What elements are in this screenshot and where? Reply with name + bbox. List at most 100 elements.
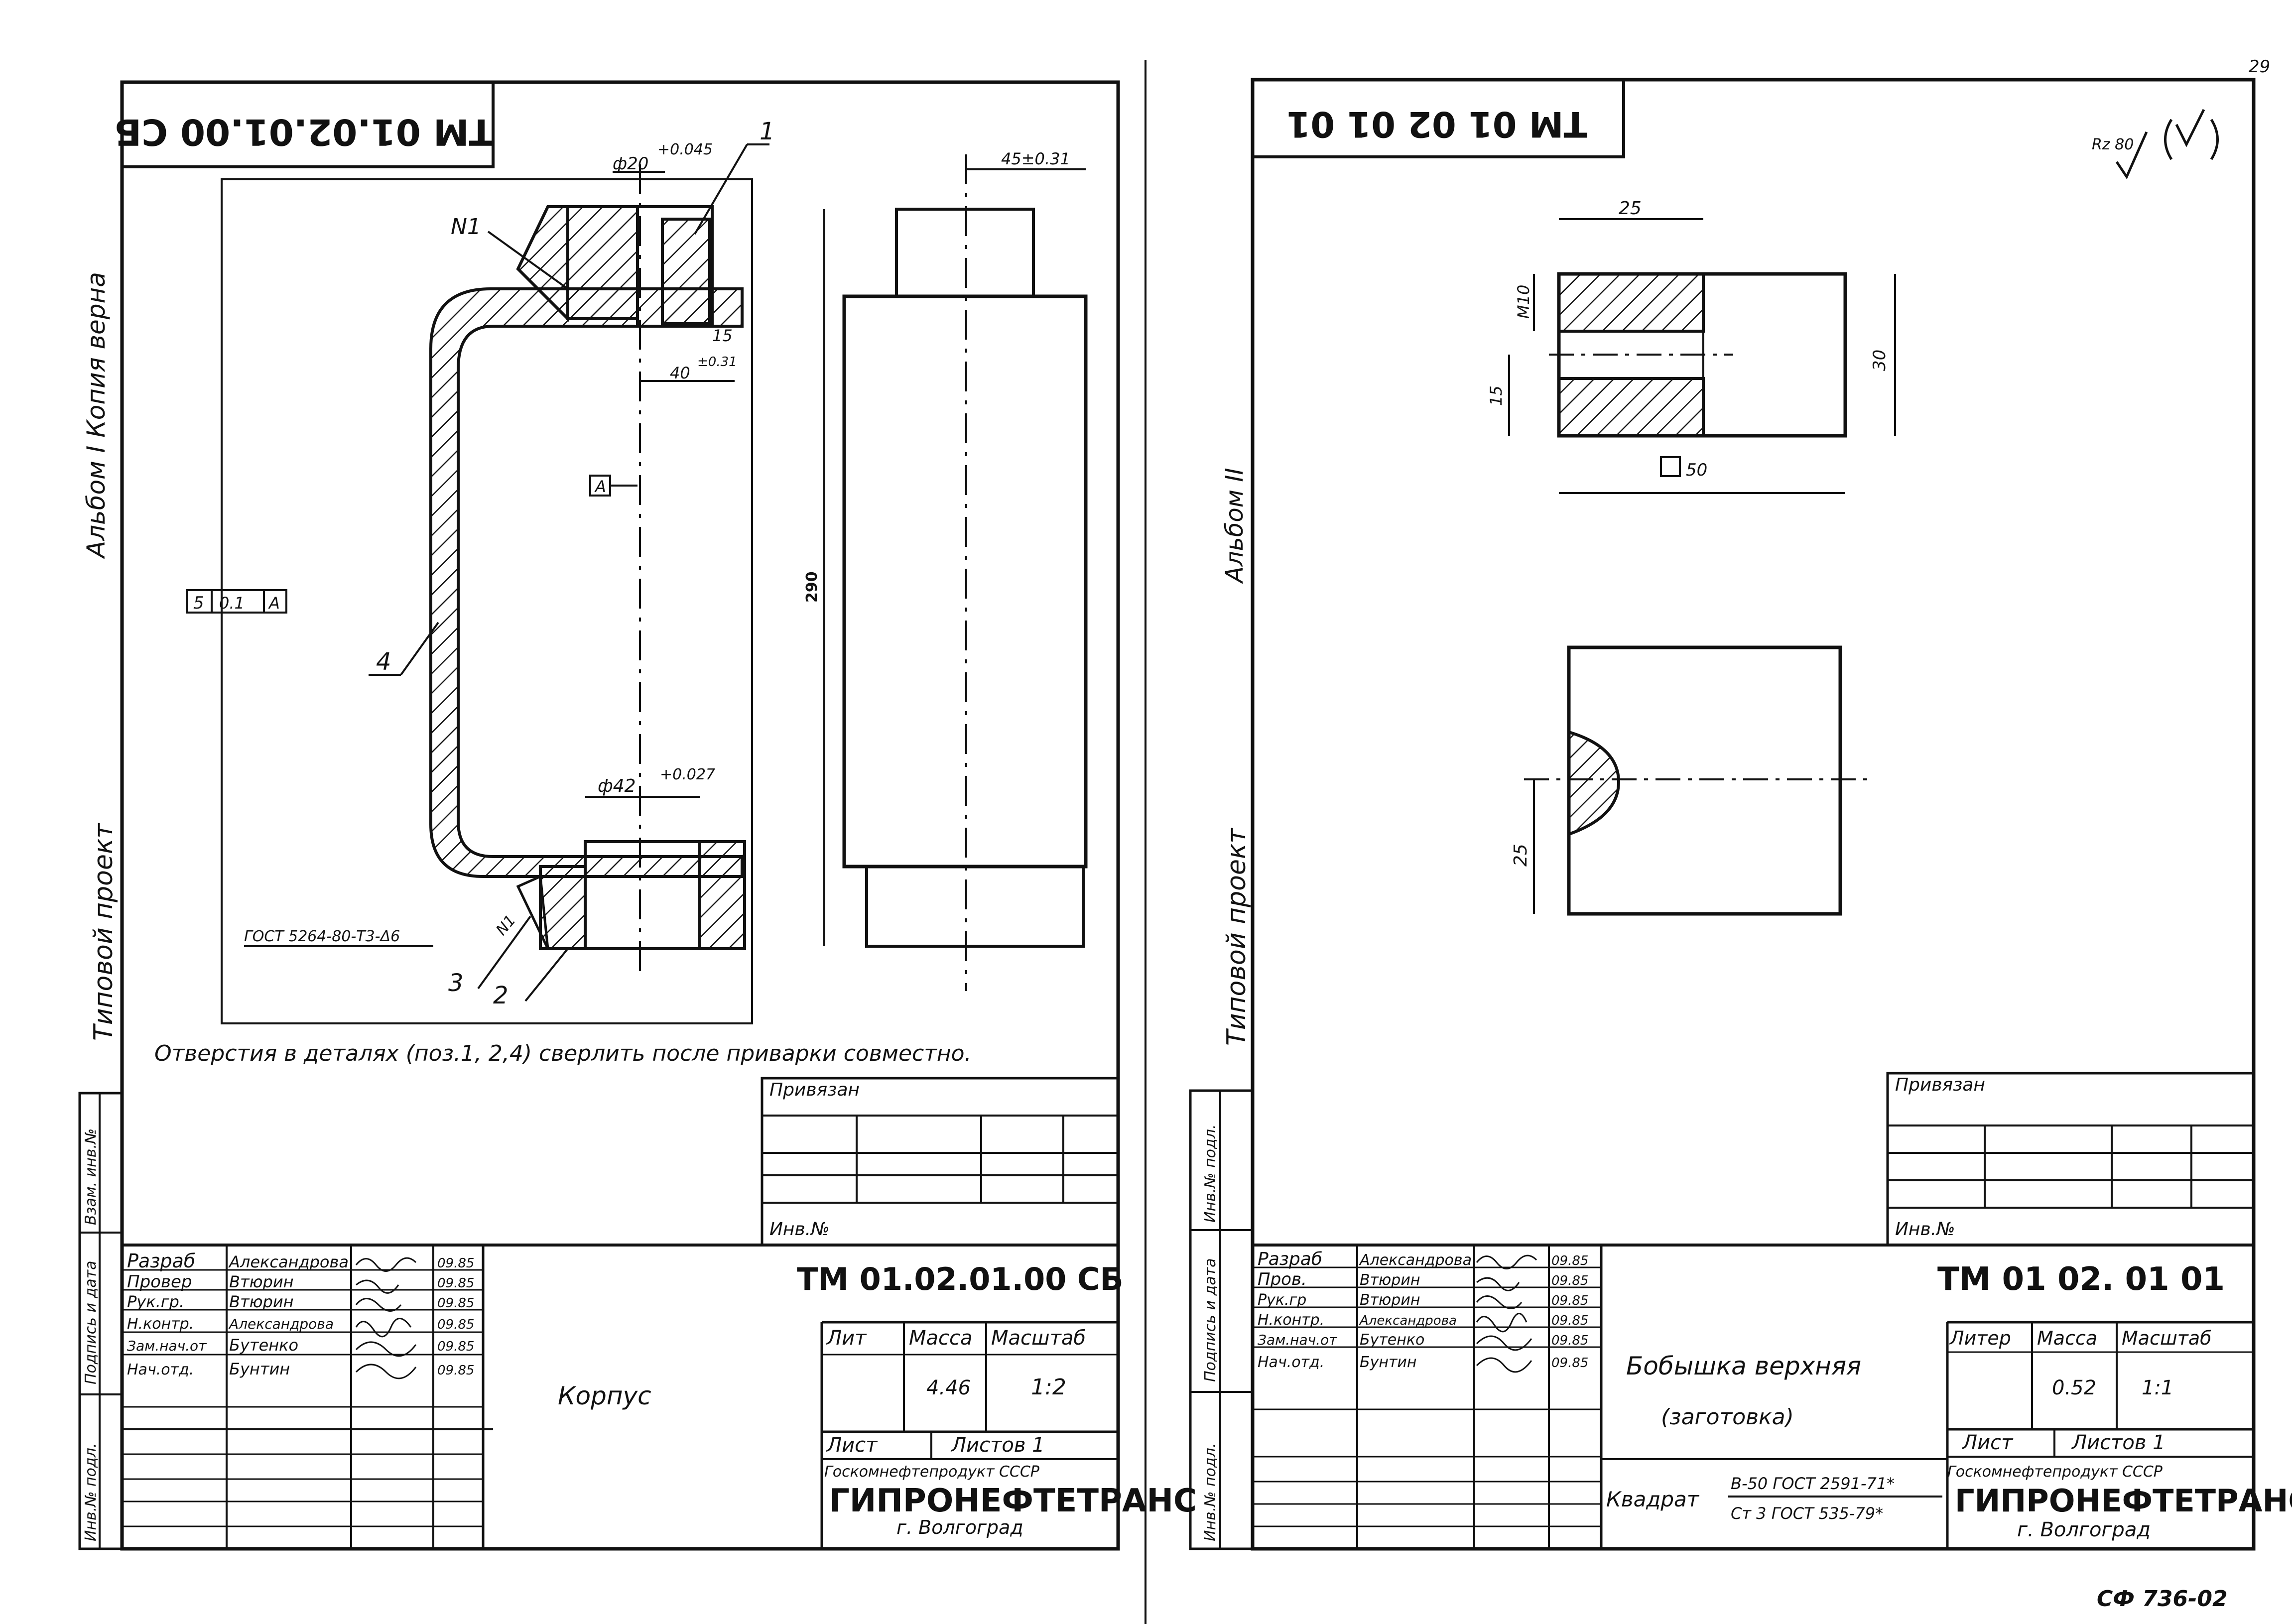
- right-margin-stamp: Альбом II: [1221, 468, 1249, 584]
- right-front-view: 25 М10 15 30 50: [1487, 198, 1896, 494]
- staff-date: 09.85: [437, 1296, 474, 1311]
- left-sheets-label: Листов 1: [950, 1434, 1045, 1457]
- left-corner-stamp: ТМ 01.02.01.00 СБ: [114, 111, 493, 153]
- staff-role: Провер: [127, 1272, 192, 1292]
- right-lit-label: Литер: [1949, 1327, 2011, 1349]
- left-side-stamp-3: Инв.№ подл.: [82, 1443, 100, 1541]
- right-side-stamp-3: Инв.№ подл.: [1202, 1443, 1219, 1541]
- left-org-city: г. Волгоград: [896, 1516, 1023, 1538]
- left-inv-no: Инв.№: [769, 1219, 830, 1240]
- left-side-view: 45±0.31 290: [803, 149, 1088, 991]
- staff-date: 09.85: [437, 1339, 474, 1354]
- staff-date: 09.85: [1551, 1253, 1588, 1268]
- staff-role: Пров.: [1258, 1269, 1307, 1289]
- left-dim-d15: 15: [712, 326, 733, 345]
- right-org-top: Госкомнефтепродукт СССР: [1947, 1463, 2163, 1481]
- staff-date: 09.85: [1551, 1356, 1588, 1371]
- left-leader-n1: N1: [451, 214, 481, 240]
- staff-date: 09.85: [437, 1317, 474, 1332]
- right-dim-d25b: 25: [1511, 844, 1531, 867]
- staff-name: Александрова: [1359, 1251, 1472, 1269]
- staff-date: 09.85: [1551, 1293, 1588, 1308]
- staff-name: Бутенко: [1360, 1331, 1424, 1349]
- left-scale-label: Масштаб: [991, 1327, 1086, 1350]
- right-dim-m10: М10: [1514, 285, 1533, 319]
- staff-role: Н.контр.: [127, 1315, 194, 1333]
- left-dim-d42: ф42: [598, 776, 636, 796]
- left-leader-p4: 4: [376, 648, 391, 676]
- right-org-main: ГИПРОНЕФТЕТРАНС: [1955, 1483, 2292, 1519]
- right-sheets-label: Листов 1: [2071, 1431, 2165, 1454]
- staff-role: Зам.нач.от: [1258, 1332, 1337, 1348]
- left-mass-label: Масса: [909, 1327, 973, 1350]
- right-frame: [1251, 78, 2256, 1551]
- staff-name: Александрова: [228, 1316, 334, 1332]
- right-scale-label: Масштаб: [2122, 1327, 2212, 1349]
- staff-name: Бутенко: [229, 1336, 298, 1355]
- right-material-top: В-50 ГОСТ 2591-71*: [1731, 1474, 1895, 1493]
- sheet-code: СФ 736-02: [2097, 1586, 2228, 1612]
- left-dim-d290: 290: [803, 571, 821, 603]
- right-sheet-label: Лист: [1961, 1431, 2014, 1454]
- right-material-label: Квадрат: [1606, 1487, 1700, 1511]
- roughness-symbol: [2115, 109, 2219, 180]
- left-side-stamp-2: Подпись и дата: [82, 1261, 100, 1385]
- left-leader-p3: 3: [448, 969, 464, 997]
- right-mass: 0.52: [2052, 1376, 2096, 1399]
- staff-name: Втюрин: [1360, 1291, 1420, 1309]
- right-mass-label: Масса: [2037, 1327, 2097, 1349]
- left-sheet-label: Лист: [826, 1434, 878, 1457]
- right-roughness: Rz 80: [2092, 136, 2134, 153]
- right-part-name: Бобышка верхняя: [1626, 1352, 1861, 1380]
- left-leader-p1: 1: [760, 118, 775, 145]
- right-staff-rows: Разраб Александрова 09.85 Пров. Втюрин 0…: [1258, 1249, 1588, 1371]
- left-dim-d20: ф20: [613, 154, 648, 174]
- right-title-block: Разраб Александрова 09.85 Пров. Втюрин 0…: [1251, 1244, 2292, 1550]
- right-designation: ТМ 01 02. 01 01: [1937, 1261, 2225, 1298]
- right-plan-view: 25: [1511, 645, 1868, 916]
- staff-role: Нач.отд.: [1258, 1354, 1324, 1371]
- staff-name: Втюрин: [229, 1272, 294, 1291]
- tolerance-value-2: 0.1: [219, 594, 245, 613]
- staff-name: Втюрин: [229, 1292, 294, 1311]
- staff-date: 09.85: [437, 1363, 474, 1378]
- staff-role: Рук.гр: [1258, 1291, 1306, 1309]
- page-number: 29: [2249, 57, 2270, 77]
- right-dim-d15: 15: [1487, 385, 1506, 406]
- right-sheet: ТМ 01 02 01 01 Rz 80 Альбом II Типовой п…: [1189, 78, 2292, 1551]
- right-material-bottom: Ст 3 ГОСТ 535-79*: [1731, 1504, 1883, 1523]
- staff-role: Н.контр.: [1258, 1311, 1324, 1329]
- right-side-stamp-1: Инв.№ подл.: [1202, 1124, 1219, 1223]
- left-org-main: ГИПРОНЕФТЕТРАНС: [829, 1483, 1197, 1519]
- left-dim-d20-tol: +0.045: [657, 141, 713, 158]
- staff-name: Бунтин: [1360, 1354, 1417, 1371]
- left-lit-label: Лит: [826, 1327, 867, 1350]
- right-side-stamp-2: Подпись и дата: [1202, 1258, 1219, 1382]
- staff-date: 09.85: [1551, 1333, 1588, 1348]
- staff-role: Разраб: [127, 1250, 195, 1272]
- staff-name: Александрова: [1359, 1313, 1457, 1328]
- tolerance-value-3: A: [268, 594, 280, 613]
- right-privyazan: Привязан: [1895, 1075, 1985, 1095]
- left-designation: ТМ 01.02.01.00 СБ: [797, 1261, 1124, 1297]
- right-corner-stamp: ТМ 01 02 01 01: [1286, 104, 1588, 144]
- left-sheet: ТМ 01.02.01.00 СБ Альбом I Копия верна Т…: [78, 80, 1197, 1551]
- left-dim-d40: 40: [670, 364, 690, 382]
- left-dim-d40-tol: ±0.31: [697, 355, 737, 370]
- left-note: Отверстия в деталях (поз.1, 2,4) сверлит…: [154, 1041, 972, 1066]
- left-datum: A: [594, 477, 606, 496]
- left-title-block: Разраб Александрова 09.85 Провер Втюрин …: [121, 1244, 1197, 1550]
- left-side-stamp-1: Взам. инв.№: [82, 1128, 100, 1225]
- right-margin-project: Типовой проект: [1222, 828, 1252, 1046]
- staff-date: 09.85: [1551, 1273, 1588, 1288]
- staff-date: 09.85: [437, 1256, 474, 1271]
- left-org-top: Госкомнефтепродукт СССР: [824, 1463, 1040, 1481]
- staff-role: Нач.отд.: [127, 1361, 194, 1378]
- left-dim-d42-tol: +0.027: [660, 766, 715, 783]
- left-privyazan: Привязан: [769, 1080, 860, 1100]
- right-part-sub: (заготовка): [1661, 1404, 1794, 1430]
- right-inv-no: Инв.№: [1895, 1219, 1955, 1240]
- signature-scribble: [1476, 1254, 1537, 1373]
- left-mass: 4.46: [926, 1376, 971, 1399]
